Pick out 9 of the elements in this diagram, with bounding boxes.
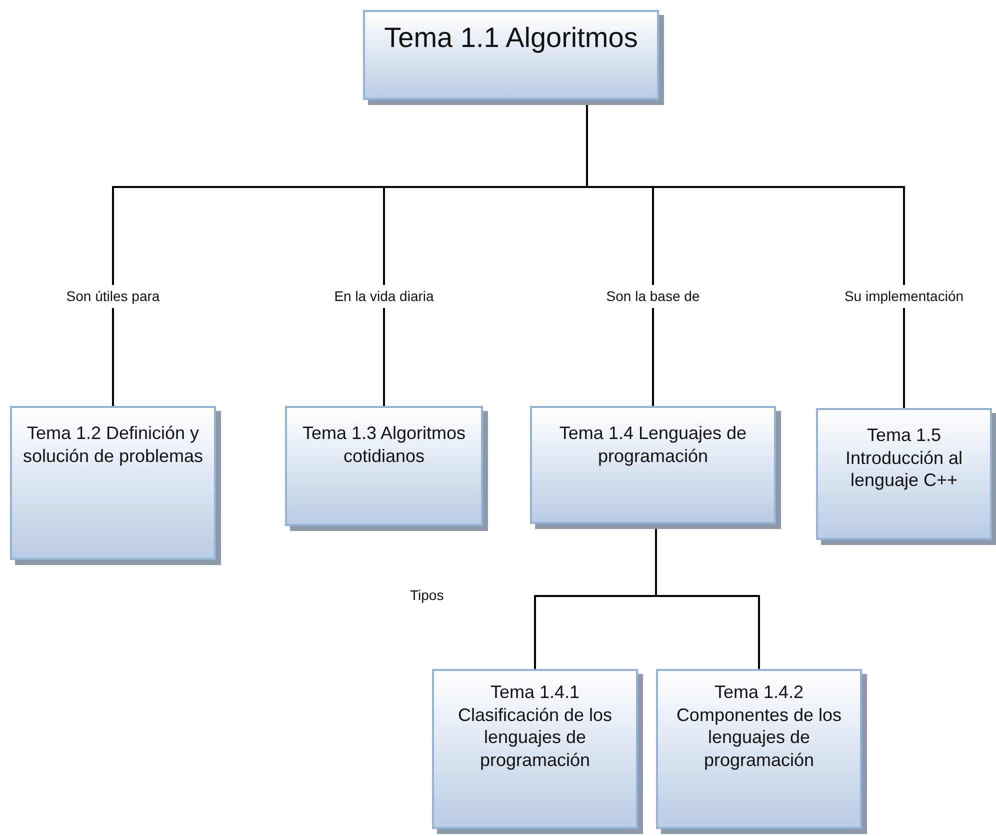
topic-title: Tema 1.4.2 Componentes de los lenguajes de programación <box>675 681 843 772</box>
topic-title: Tema 1.4 Lenguajes de programación <box>558 422 748 468</box>
edge-label: Su implementación <box>844 285 964 308</box>
topic-title: Tema 1.5 Introducción al lenguaje C++ <box>844 424 964 492</box>
topic-title: Tema 1.2 Definición y solución de problemas <box>22 422 204 468</box>
topic-title: Tema 1.1 Algoritmos <box>383 22 639 55</box>
branch-label: Tipos <box>410 587 444 603</box>
topic-title: Tema 1.4.1 Clasificación de los lenguajes de programación <box>456 681 614 772</box>
topic-title: Tema 1.3 Algoritmos cotidianos <box>301 422 467 468</box>
